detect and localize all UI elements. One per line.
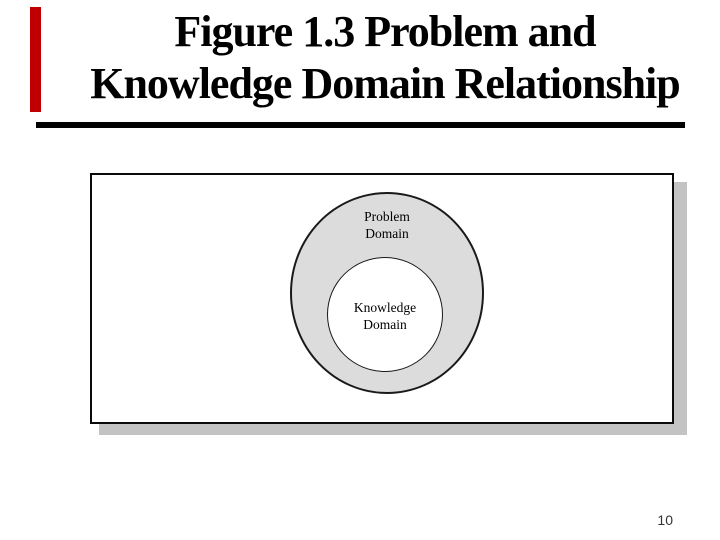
slide-title: Figure 1.3 Problem and Knowledge Domain …: [58, 6, 712, 110]
knowledge-domain-label-line1: Knowledge: [353, 300, 417, 315]
knowledge-domain-circle: [327, 257, 443, 372]
page-number: 10: [657, 512, 673, 528]
knowledge-domain-label: Knowledge Domain: [317, 299, 453, 333]
slide-title-line2: Knowledge Domain Relationship: [90, 59, 681, 108]
slide-title-line1: Figure 1.3 Problem and: [174, 7, 596, 56]
problem-domain-label-line2: Domain: [365, 226, 409, 241]
title-underline: [36, 122, 685, 128]
problem-domain-label-line1: Problem: [364, 209, 410, 224]
knowledge-domain-label-line2: Domain: [363, 317, 407, 332]
title-accent-bar: [30, 7, 41, 112]
problem-domain-label: Problem Domain: [290, 208, 484, 242]
